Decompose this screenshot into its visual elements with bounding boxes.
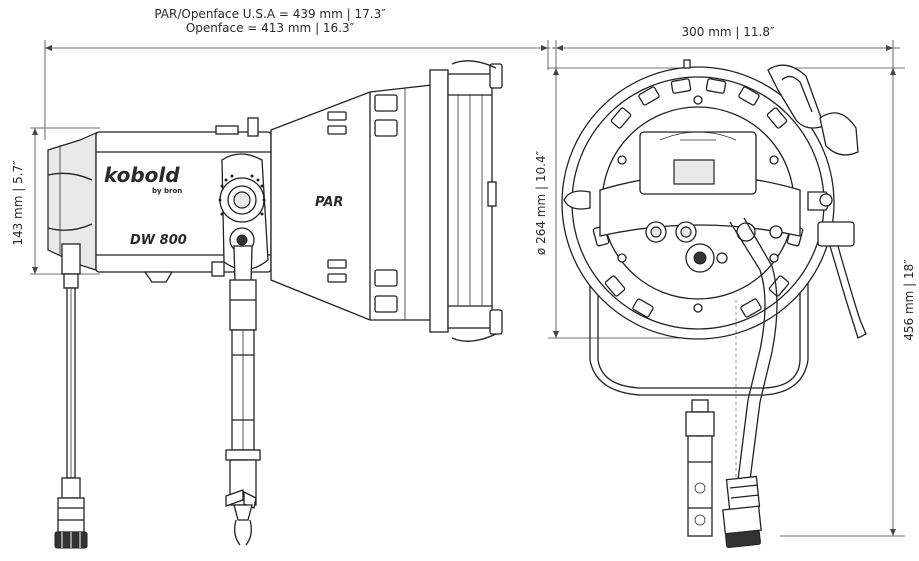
dimension-diameter-label: ø 264 mm | 10.4″ <box>534 150 548 255</box>
dimension-openface-label: Openface = 413 mm | 16.3″ <box>186 21 355 35</box>
dimension-lines <box>30 40 905 537</box>
dimension-left-height-label: 143 mm | 5.7″ <box>11 160 25 246</box>
side-view-lamp: kobold by bron DW 800 <box>47 60 503 549</box>
front-view-lamp <box>561 59 867 549</box>
dimension-total-height-label: 456 mm | 18″ <box>902 259 916 341</box>
model-label: DW 800 <box>130 233 187 248</box>
brand-logo-text: kobold <box>104 163 180 187</box>
par-head-label: PAR <box>315 195 343 210</box>
par-head-vents <box>327 94 398 313</box>
dimension-length-label: PAR/Openface U.S.A = 439 mm | 17.3″ <box>154 7 386 21</box>
brand-sub-text: by bron <box>152 187 182 195</box>
dimension-width-label: 300 mm | 11.8″ <box>682 25 775 39</box>
ring-screws <box>617 95 779 313</box>
knob-dots <box>218 174 266 216</box>
